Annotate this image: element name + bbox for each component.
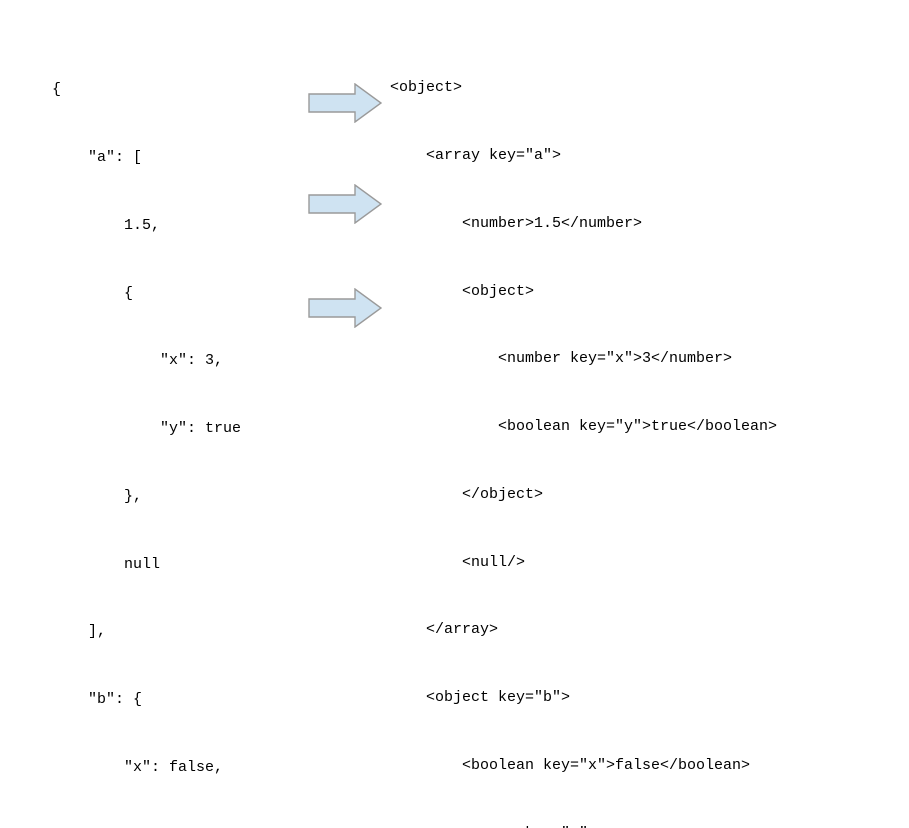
xml-line: <boolean key="x">false</boolean> (390, 757, 751, 774)
xml-line: <object key="b"> (390, 689, 571, 707)
json-line: { (52, 284, 134, 302)
xml-line: <array key="y"> (390, 823, 777, 828)
xml-line: <boolean key="y">true</boolean> (390, 418, 778, 436)
xml-line: </array> (390, 621, 499, 639)
json-line: ], (52, 623, 107, 641)
xml-line: <object> (390, 79, 463, 97)
xml-line: <object> (390, 282, 535, 300)
xml-line: <null/> (390, 553, 526, 571)
xml-line: </object> (390, 485, 544, 503)
json-to-xml-diagram: { "a": [ 1.5, { "x": 3, "y": true }, nul… (52, 79, 777, 828)
xml-line: <number key="x">3</number> (390, 350, 733, 368)
json-line: "x": 3, (52, 352, 224, 370)
right-block-arrow-icon (308, 83, 382, 123)
json-line: 1.5, (52, 216, 161, 234)
json-line: "y": [ (52, 825, 241, 828)
json-line: }, (52, 487, 143, 505)
xml-line: <number>1.5</number> (390, 214, 643, 232)
json-line: null (52, 555, 161, 573)
json-line: "a": [ (52, 148, 143, 166)
json-line: "y": true (52, 420, 242, 438)
json-line: "x": false, (52, 759, 224, 776)
json-source-code: { "a": [ 1.5, { "x": 3, "y": true }, nul… (52, 34, 241, 828)
right-block-arrow-icon (308, 288, 382, 328)
xml-result-code: <object> <array key="a"> <number>1.5</nu… (390, 32, 777, 828)
xml-line: <array key="a"> (390, 146, 562, 164)
json-line: { (52, 81, 62, 99)
json-line: "b": { (52, 691, 143, 709)
right-block-arrow-icon (308, 184, 382, 224)
